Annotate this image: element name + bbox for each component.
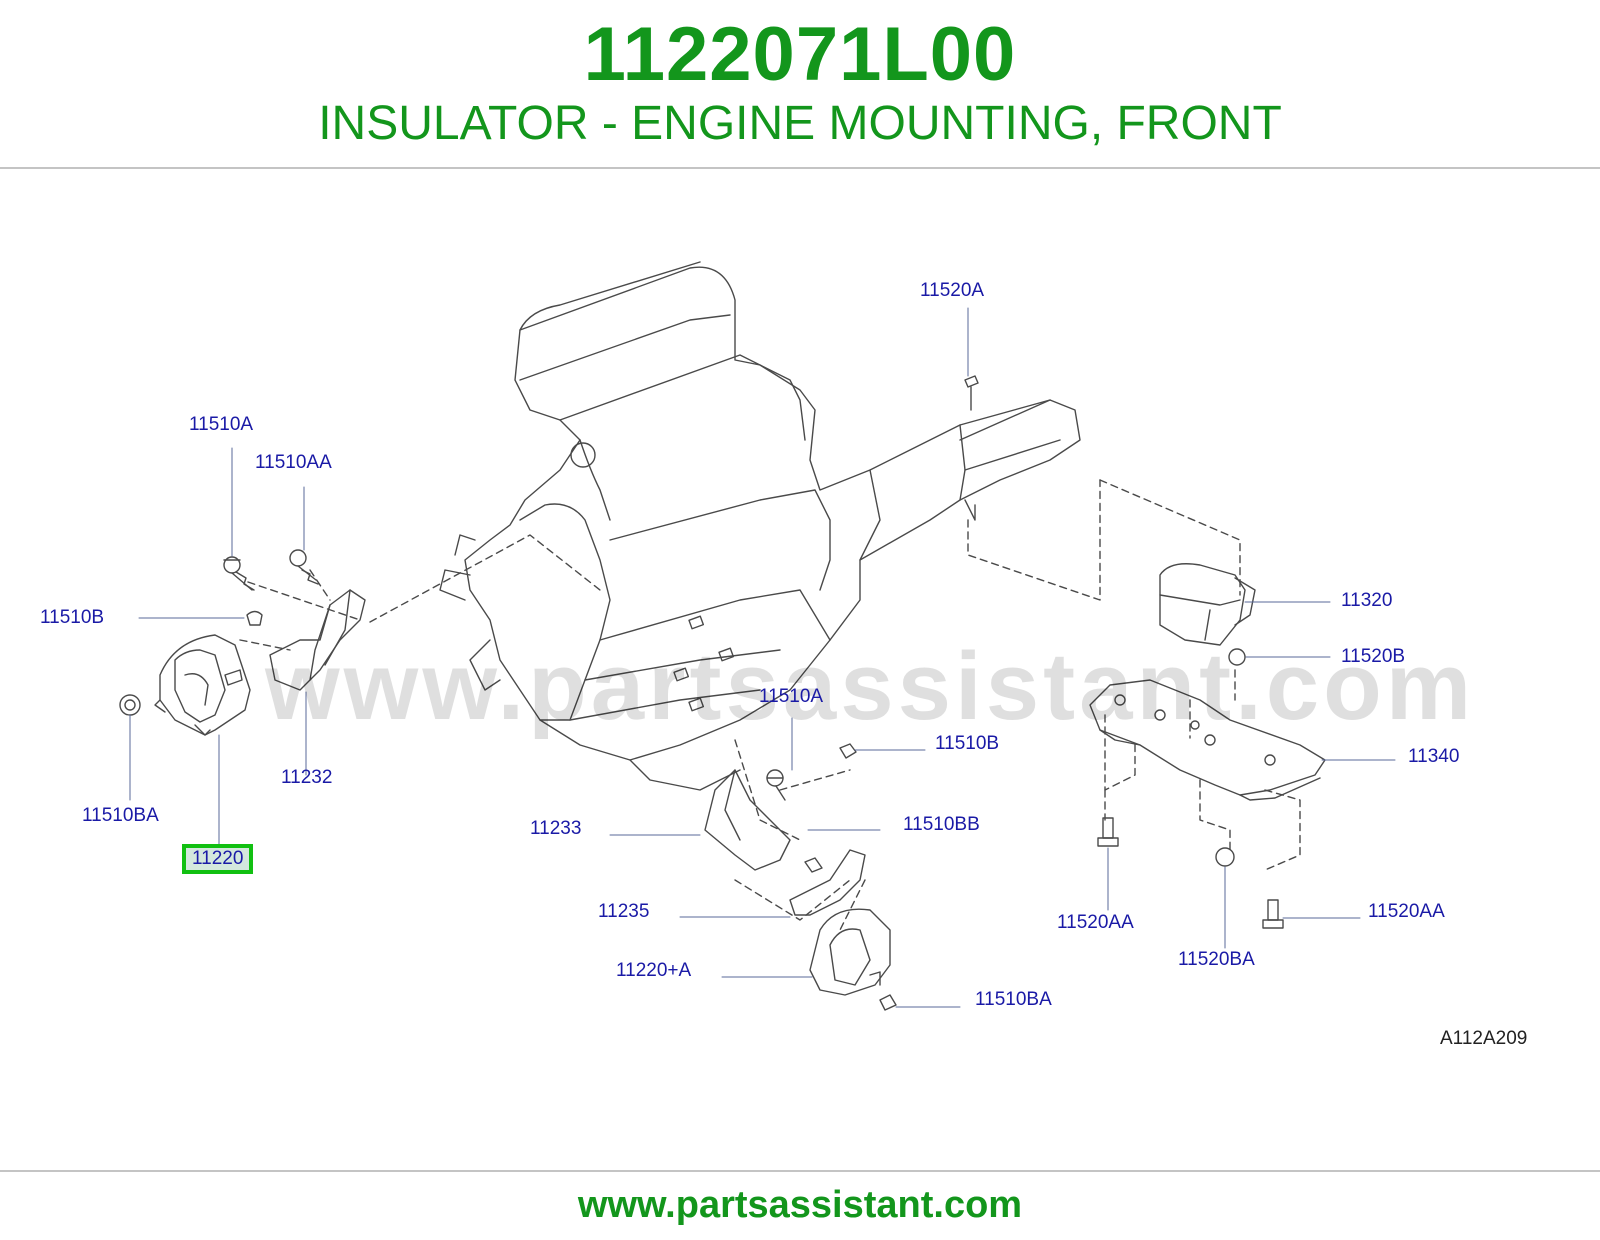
part-description: INSULATOR - ENGINE MOUNTING, FRONT xyxy=(318,97,1282,150)
page-header: 1122071L00 INSULATOR - ENGINE MOUNTING, … xyxy=(0,0,1600,170)
left-mount-drawing xyxy=(119,549,366,736)
callout-11510aa[interactable]: 11510AA xyxy=(255,452,332,473)
leader-lines xyxy=(129,307,1396,1008)
callout-11220a[interactable]: 11220+A xyxy=(616,960,692,981)
header-divider xyxy=(0,167,1600,169)
callout-11510b-mid[interactable]: 11510B xyxy=(935,733,1000,754)
callout-11510a-mid[interactable]: 11510A xyxy=(759,686,824,707)
footer-url[interactable]: www.partsassistant.com xyxy=(577,1184,1023,1226)
dashed-guide-lines xyxy=(239,479,1301,931)
callout-11220-highlighted[interactable]: 11220 xyxy=(182,844,254,874)
part-number-title: 1122071L00 xyxy=(583,12,1017,97)
callout-11340[interactable]: 11340 xyxy=(1408,746,1460,767)
callout-11233[interactable]: 11233 xyxy=(530,818,582,839)
callout-11520aa-right[interactable]: 11520AA xyxy=(1368,901,1445,922)
callout-11510a-left[interactable]: 11510A xyxy=(189,414,254,435)
callout-11520b[interactable]: 11520B xyxy=(1341,646,1406,667)
diagram-reference-code: A112A209 xyxy=(1440,1028,1528,1049)
callout-11320[interactable]: 11320 xyxy=(1341,590,1393,611)
callout-11520aa-left[interactable]: 11520AA xyxy=(1057,912,1134,933)
engine-drawing xyxy=(439,261,1081,791)
parts-diagram: www.partsassistant.com 11520A 11510A 115… xyxy=(0,170,1600,1170)
callout-11520a[interactable]: 11520A xyxy=(920,280,985,301)
callout-11510b-left[interactable]: 11510B xyxy=(40,607,105,628)
callout-11235[interactable]: 11235 xyxy=(598,901,650,922)
callout-11232[interactable]: 11232 xyxy=(281,767,333,788)
callout-11510ba-left[interactable]: 11510BA xyxy=(82,805,159,826)
callout-11510ba-mid[interactable]: 11510BA xyxy=(975,989,1052,1010)
right-mount-drawing xyxy=(964,375,1326,929)
callout-11520ba[interactable]: 11520BA xyxy=(1178,949,1255,970)
parts-diagram-drawing xyxy=(119,261,1396,1011)
callout-11510bb[interactable]: 11510BB xyxy=(903,814,980,835)
footer-divider xyxy=(0,1170,1600,1172)
middle-mount-drawing xyxy=(704,743,897,1011)
